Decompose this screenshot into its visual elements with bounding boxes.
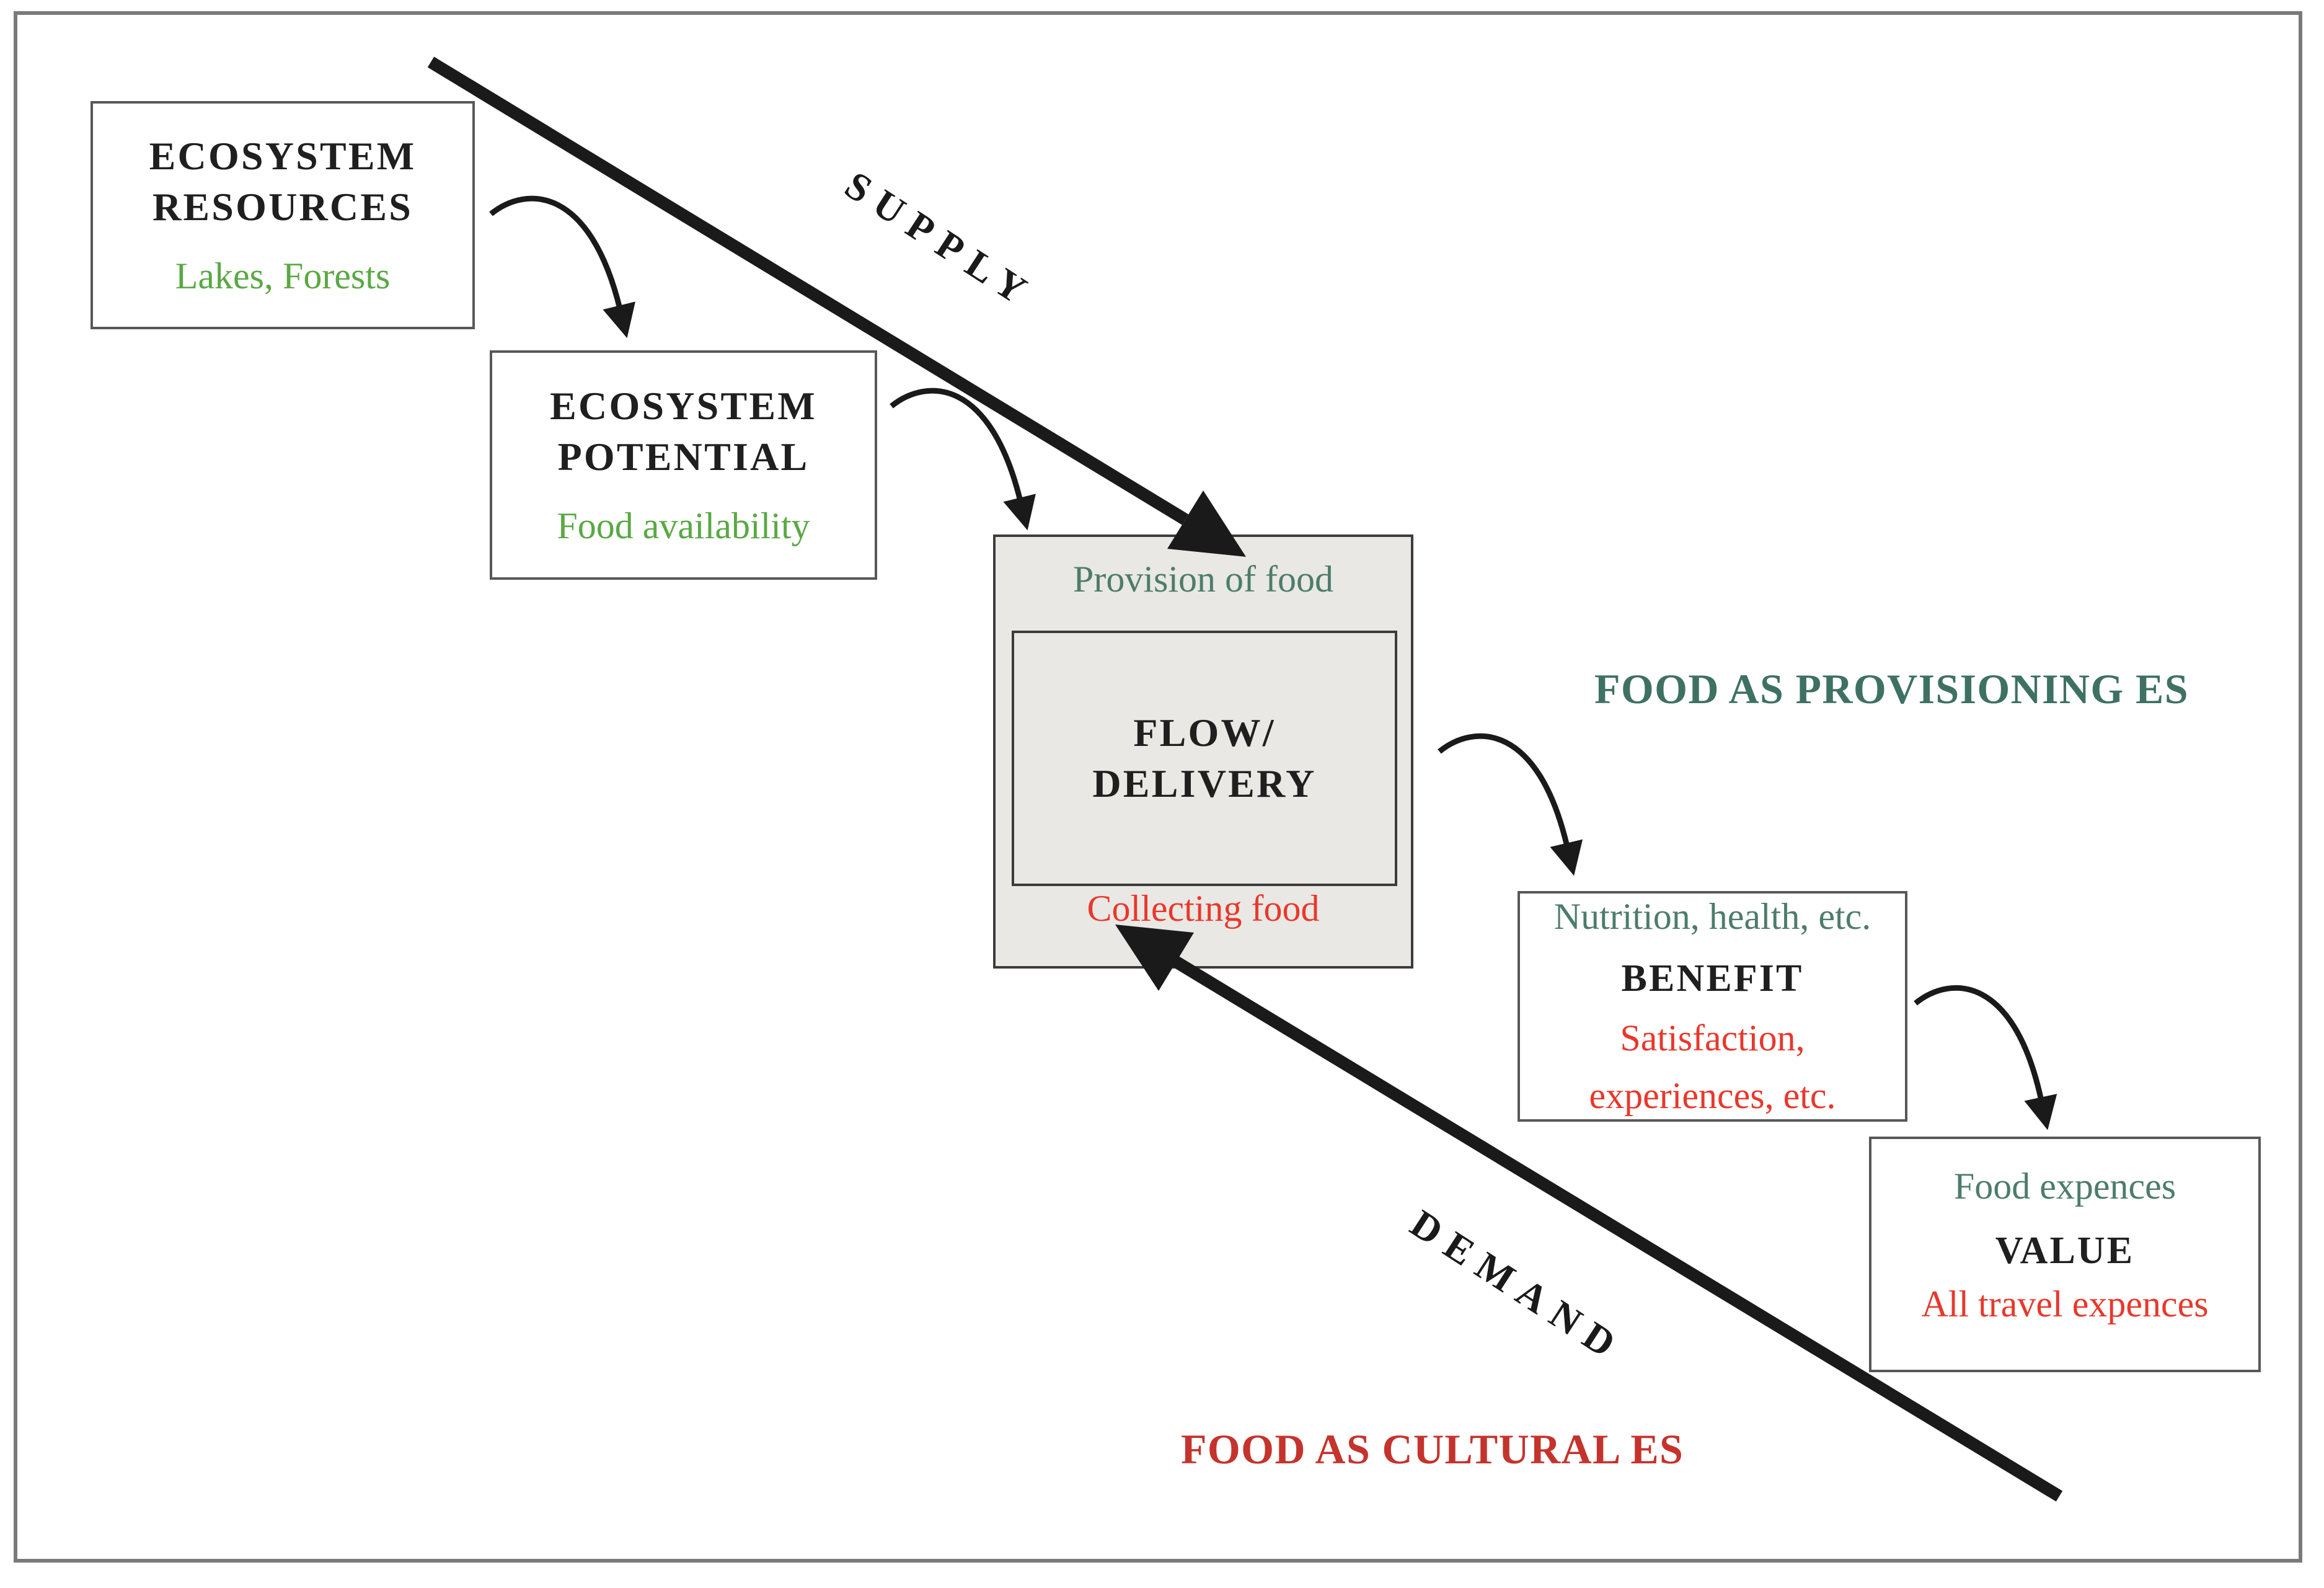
- ecosystem-resources-subtitle: Lakes, Forests: [175, 255, 391, 297]
- benefit-title: BENEFIT: [1621, 957, 1804, 1000]
- benefit-bottom-line1: Satisfaction,: [1620, 1018, 1805, 1059]
- flow-top-label: Provision of food: [1073, 559, 1333, 600]
- value-bottom-label: All travel expences: [1921, 1284, 2209, 1325]
- value-title: VALUE: [1995, 1230, 2135, 1272]
- ecosystem-potential-subtitle: Food availability: [557, 505, 810, 547]
- benefit-bottom-line2: experiences, etc.: [1589, 1075, 1836, 1117]
- ecosystem-potential-title-line1: ECOSYSTEM: [550, 383, 817, 428]
- box-value: Food expences VALUE All travel expences: [1869, 1137, 2261, 1372]
- box-benefit: Nutrition, health, etc. BENEFIT Satisfac…: [1518, 891, 1907, 1122]
- flow-title-line1: FLOW/: [1133, 711, 1276, 755]
- ecosystem-resources-title-line1: ECOSYSTEM: [149, 133, 417, 178]
- caption-food-as-cultural-es: FOOD AS CULTURAL ES: [1181, 1426, 1684, 1473]
- box-ecosystem-potential: ECOSYSTEM POTENTIAL Food availability: [490, 350, 877, 580]
- benefit-top-label: Nutrition, health, etc.: [1553, 895, 1871, 937]
- caption-food-as-provisioning-es: FOOD AS PROVISIONING ES: [1594, 665, 2189, 712]
- ecosystem-resources-title-line2: RESOURCES: [152, 184, 413, 229]
- flow-bottom-label: Collecting food: [1087, 888, 1320, 929]
- box-ecosystem-resources: ECOSYSTEM RESOURCES Lakes, Forests: [91, 101, 475, 329]
- value-top-label: Food expences: [1953, 1166, 2176, 1207]
- flow-inner-box: FLOW/ DELIVERY: [1012, 631, 1397, 886]
- ecosystem-potential-title-line2: POTENTIAL: [557, 434, 810, 479]
- box-flow-delivery: Provision of food FLOW/ DELIVERY Collect…: [993, 535, 1413, 969]
- flow-title-line2: DELIVERY: [1092, 761, 1317, 805]
